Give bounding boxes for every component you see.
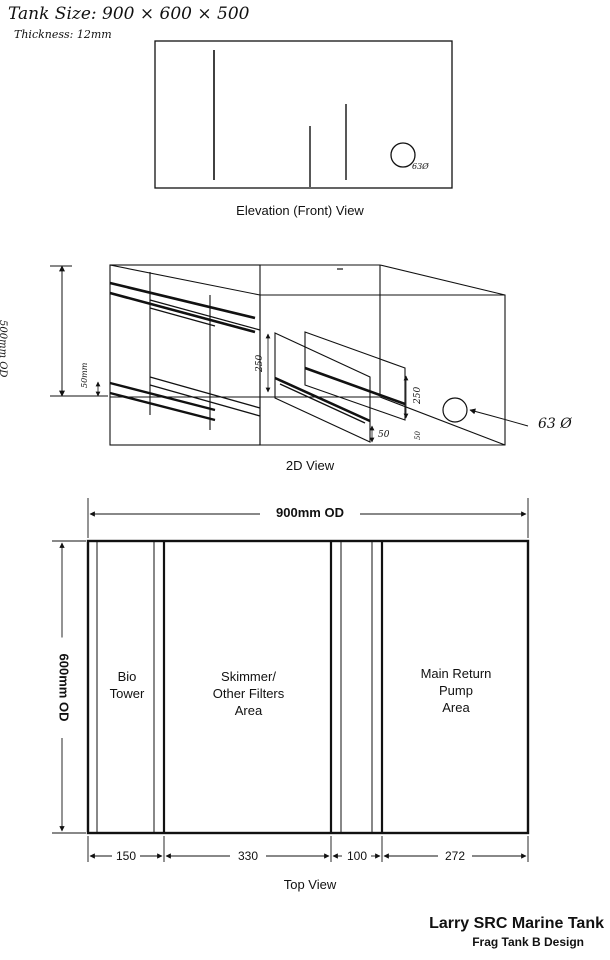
- section-label-line: Main Return: [420, 666, 492, 681]
- dim-272: 272: [444, 849, 466, 863]
- 2d-front-face: [109, 264, 261, 446]
- elevation-hole: [390, 142, 416, 168]
- 2d-baffle-plane-2: [304, 331, 406, 421]
- thickness-note: Thickness: 12mm: [14, 28, 112, 41]
- top-depth-label: 600mm OD: [56, 637, 72, 738]
- 2d-hole-label: 63 Ø: [538, 416, 572, 432]
- 2d-gap-label-2: 50: [414, 431, 422, 440]
- section-label-line: Area: [442, 700, 470, 715]
- 2d-gap-label: 50: [378, 430, 390, 440]
- section-skimmer-area: Skimmer/ Other Filters Area: [166, 668, 331, 719]
- top-view-outline: [86, 539, 530, 835]
- 2d-baffle-label-2: 250: [413, 386, 423, 404]
- elevation-hole-label: 63Ø: [412, 162, 429, 171]
- 2d-height-label: 500mm OD: [0, 320, 8, 378]
- section-label-line: Pump: [439, 683, 473, 698]
- section-label-line: Bio: [117, 669, 137, 684]
- 2d-hole: [442, 397, 468, 423]
- section-label-line: Skimmer/: [221, 669, 276, 684]
- 2d-base-label: 50mm: [80, 362, 89, 388]
- top-caption: Top View: [283, 877, 337, 892]
- elevation-outline: [154, 40, 453, 189]
- elevation-view: [154, 40, 453, 189]
- footer-title: Larry SRC Marine Tank: [429, 915, 604, 932]
- section-label-line: Other Filters: [212, 686, 285, 701]
- top-width-label: 900mm OD: [260, 505, 360, 520]
- elevation-caption: Elevation (Front) View: [236, 203, 364, 218]
- tank-size-note: Tank Size: 900 × 600 × 500: [8, 4, 250, 24]
- section-bio-tower: Bio Tower: [100, 668, 154, 702]
- section-main-return-pump-area: Main Return Pump Area: [384, 665, 528, 716]
- footer-subtitle: Frag Tank B Design: [472, 935, 584, 949]
- section-label-line: Area: [234, 703, 263, 718]
- top-view: [52, 498, 530, 862]
- dim-330: 330: [237, 849, 259, 863]
- 2d-baffle-label-1: 250: [255, 354, 265, 372]
- 2d-right-face: [259, 294, 506, 446]
- dim-100: 100: [346, 849, 368, 863]
- section-label-line: Tower: [109, 686, 145, 701]
- dim-150: 150: [115, 849, 137, 863]
- view-2d: [50, 264, 529, 446]
- 2d-caption: 2D View: [285, 458, 335, 473]
